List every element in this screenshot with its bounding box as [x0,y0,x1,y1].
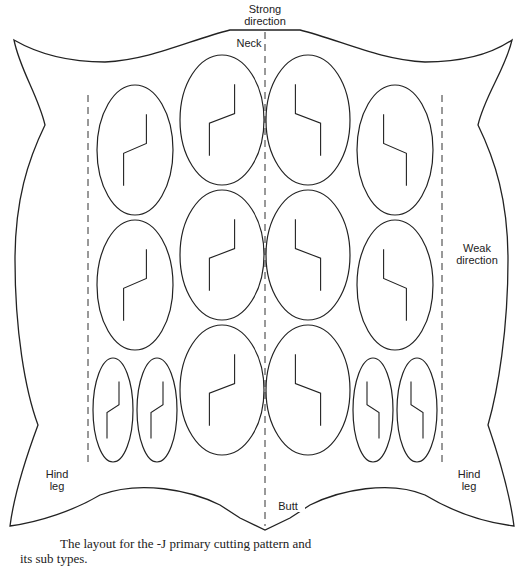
j-cut-line [411,381,423,438]
part-label: Strong direction [230,3,300,27]
piece-oval [93,358,133,462]
piece-oval [357,85,433,215]
cutting-piece [93,358,133,462]
j-cut-line [295,84,320,156]
j-cut-line [384,114,407,186]
j-cut-line [209,219,234,291]
hide-outline [10,30,514,530]
j-cut-line [384,249,407,321]
piece-oval [180,190,264,320]
piece-oval [266,325,350,455]
j-cut-line [367,381,379,438]
j-cut-line [209,84,234,156]
cutting-pieces [93,55,437,462]
j-cut-line [151,381,163,438]
cutting-piece [266,190,350,320]
j-cut-line [295,219,320,291]
j-cut-line [124,249,147,321]
j-cut-line [107,381,119,438]
cutting-piece [357,85,433,215]
cutting-piece [357,220,433,350]
piece-oval [180,55,264,185]
cutting-piece [97,85,173,215]
piece-oval [137,358,177,462]
j-cut-line [209,354,234,426]
piece-oval [353,358,393,462]
piece-oval [266,55,350,185]
part-label: Weak direction [449,242,505,266]
piece-oval [97,85,173,215]
side-line [88,95,89,465]
j-cut-line [124,114,147,186]
cutting-piece [266,325,350,455]
figure-caption: The layout for the -J primary cutting pa… [20,536,320,566]
part-label: Butt [271,500,305,512]
part-label: Hind leg [40,468,74,492]
piece-oval [357,220,433,350]
cutting-piece [180,190,264,320]
center-line [265,32,266,526]
cutting-piece [180,55,264,185]
cutting-piece [97,220,173,350]
cutting-piece [137,358,177,462]
piece-oval [397,358,437,462]
piece-oval [97,220,173,350]
dashed-guides [88,32,442,526]
j-cut-line [295,354,320,426]
cutting-piece [397,358,437,462]
cutting-piece [266,55,350,185]
part-label: Hind leg [452,468,486,492]
side-line [442,95,443,465]
cutting-piece [180,325,264,455]
piece-oval [266,190,350,320]
cutting-piece [353,358,393,462]
piece-oval [180,325,264,455]
part-label: Neck [234,37,264,49]
